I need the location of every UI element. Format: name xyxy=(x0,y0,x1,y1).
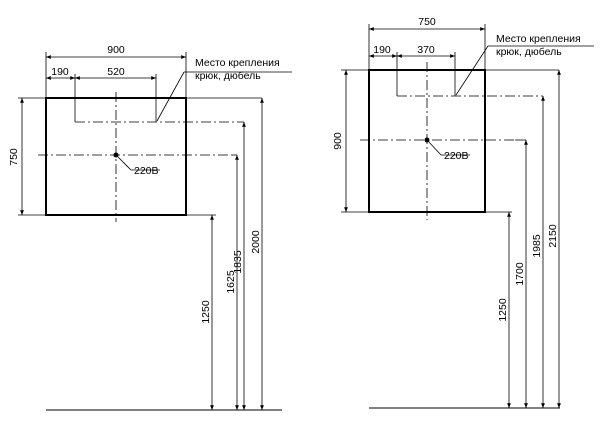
left-2000-label: 2000 xyxy=(250,230,262,254)
left-socket-label: 220В xyxy=(134,165,159,177)
right-offset-label: 190 xyxy=(373,44,391,56)
left-note-line1: Место крепления xyxy=(195,57,280,69)
left-socket-leader xyxy=(116,155,132,171)
right-2150-label: 2150 xyxy=(547,224,559,248)
left-1835-label: 1835 xyxy=(232,250,244,274)
left-offset-label: 190 xyxy=(51,66,69,78)
right-width-label: 750 xyxy=(418,16,436,28)
left-note-leader xyxy=(156,71,185,122)
right-note-line2: крюк, дюбель xyxy=(496,46,562,58)
left-note-line2: крюк, дюбель xyxy=(195,70,261,82)
right-1700-label: 1700 xyxy=(514,262,526,286)
right-1250-label: 1250 xyxy=(497,298,509,322)
left-1250-label: 1250 xyxy=(200,300,212,324)
right-socket-leader xyxy=(427,140,442,156)
right-note-leader xyxy=(455,45,489,96)
left-height-label: 750 xyxy=(8,148,20,166)
right-socket-label: 220В xyxy=(444,150,469,162)
left-spacing-label: 520 xyxy=(107,66,125,78)
right-1985-label: 1985 xyxy=(531,234,543,258)
left-mirror-drawing: 220В 900 190 520 Место крепления крюк, д… xyxy=(8,44,292,411)
right-spacing-label: 370 xyxy=(417,44,435,56)
right-mirror-drawing: 220В 750 190 370 Место крепления крюк, д… xyxy=(332,16,594,409)
right-note-line1: Место крепления xyxy=(496,33,581,45)
right-height-label: 900 xyxy=(332,132,344,150)
left-width-label: 900 xyxy=(107,44,125,56)
left-1625-label: 1625 xyxy=(225,270,237,294)
